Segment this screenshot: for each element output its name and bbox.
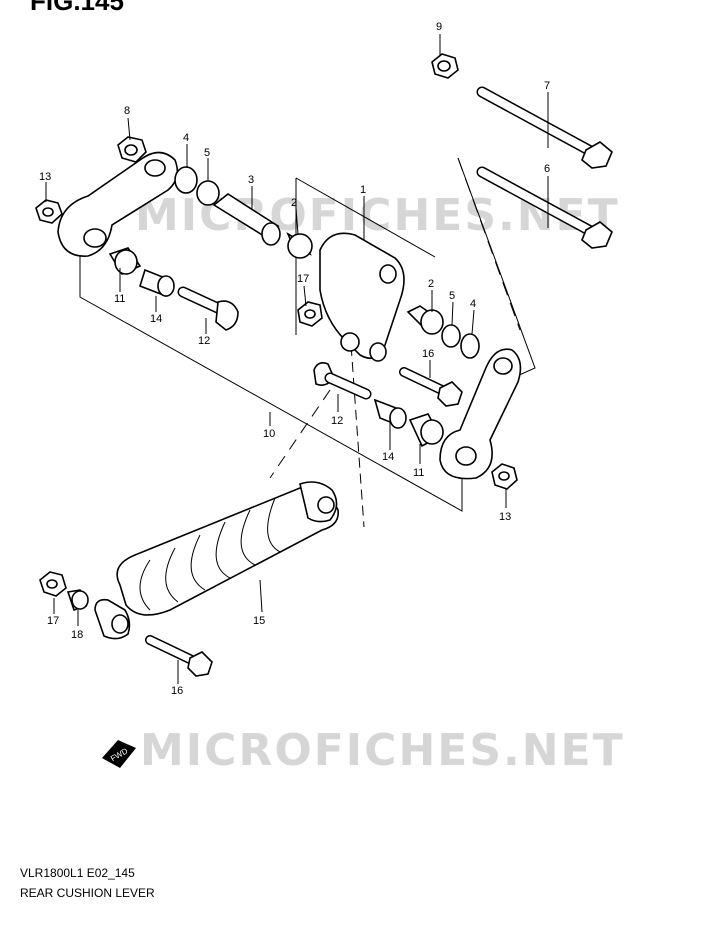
watermark-bottom: MICROFICHES.NET	[140, 725, 625, 776]
part-number-10: 10	[263, 428, 275, 440]
bolt-16-lower	[145, 635, 213, 677]
collar-18	[66, 589, 89, 612]
part-number-9: 9	[436, 21, 442, 33]
part-number-15: 15	[253, 615, 265, 627]
bolt-16-upper	[399, 367, 463, 407]
part-number-4-left: 4	[183, 132, 189, 144]
rear-shock-absorber-15	[94, 481, 339, 640]
part-number-6: 6	[544, 163, 550, 175]
footer-name: REAR CUSHION LEVER	[20, 886, 155, 900]
washer-4-right	[460, 333, 480, 359]
nut-17-upper	[297, 301, 323, 327]
part-number-13-left: 13	[39, 171, 51, 183]
part-number-11-right: 11	[413, 467, 424, 479]
seal-5-left	[196, 180, 220, 206]
seal-5-right	[441, 324, 461, 348]
part-number-5-left: 5	[204, 147, 210, 159]
nut-13-left	[35, 199, 63, 224]
part-number-1: 1	[360, 184, 366, 196]
nut-17-lower	[39, 571, 67, 597]
part-number-11-left: 11	[114, 293, 125, 305]
part-number-12-right: 12	[331, 415, 343, 427]
forward-arrow-icon: FWD	[102, 740, 136, 768]
bolt-6	[476, 166, 613, 249]
part-number-13-right: 13	[499, 511, 511, 523]
bolt-12-right	[313, 362, 372, 400]
nut-9	[431, 53, 459, 79]
part-number-16-lower: 16	[171, 685, 183, 697]
bolt-12-left	[177, 286, 239, 331]
bearing-11-right	[408, 413, 444, 448]
part-number-7: 7	[544, 80, 550, 92]
bearing-11-left	[108, 247, 142, 276]
part-number-3: 3	[248, 174, 254, 186]
part-number-14-left: 14	[150, 313, 162, 325]
part-number-17-lower: 17	[47, 615, 59, 627]
nut-13-right	[491, 463, 518, 490]
collar-14-left	[139, 268, 175, 298]
part-number-18: 18	[71, 629, 83, 641]
collar-3	[212, 193, 281, 246]
main-lever-1	[319, 232, 405, 362]
footer-code: VLR1800L1 E02_145	[20, 866, 135, 880]
part-number-8: 8	[124, 105, 130, 117]
part-number-16-upper: 16	[422, 348, 434, 360]
right-cushion-lever	[439, 348, 522, 480]
part-number-4-right: 4	[470, 298, 476, 310]
collar-14-right	[373, 398, 407, 429]
bolt-7	[476, 86, 613, 169]
bearing-2-left	[286, 232, 313, 259]
part-number-12-left: 12	[198, 335, 210, 347]
part-number-14-right: 14	[382, 451, 394, 463]
figure-title: FIG.145	[30, 0, 124, 16]
leader-lines	[45, 34, 549, 684]
part-number-2-right: 2	[428, 278, 434, 290]
nut-8	[117, 136, 147, 163]
part-number-5-right: 5	[449, 290, 455, 302]
part-number-17-upper: 17	[297, 273, 309, 285]
washer-4-left	[174, 166, 198, 194]
bearing-2-right	[406, 305, 444, 335]
part-number-2-left: 2	[291, 197, 297, 209]
